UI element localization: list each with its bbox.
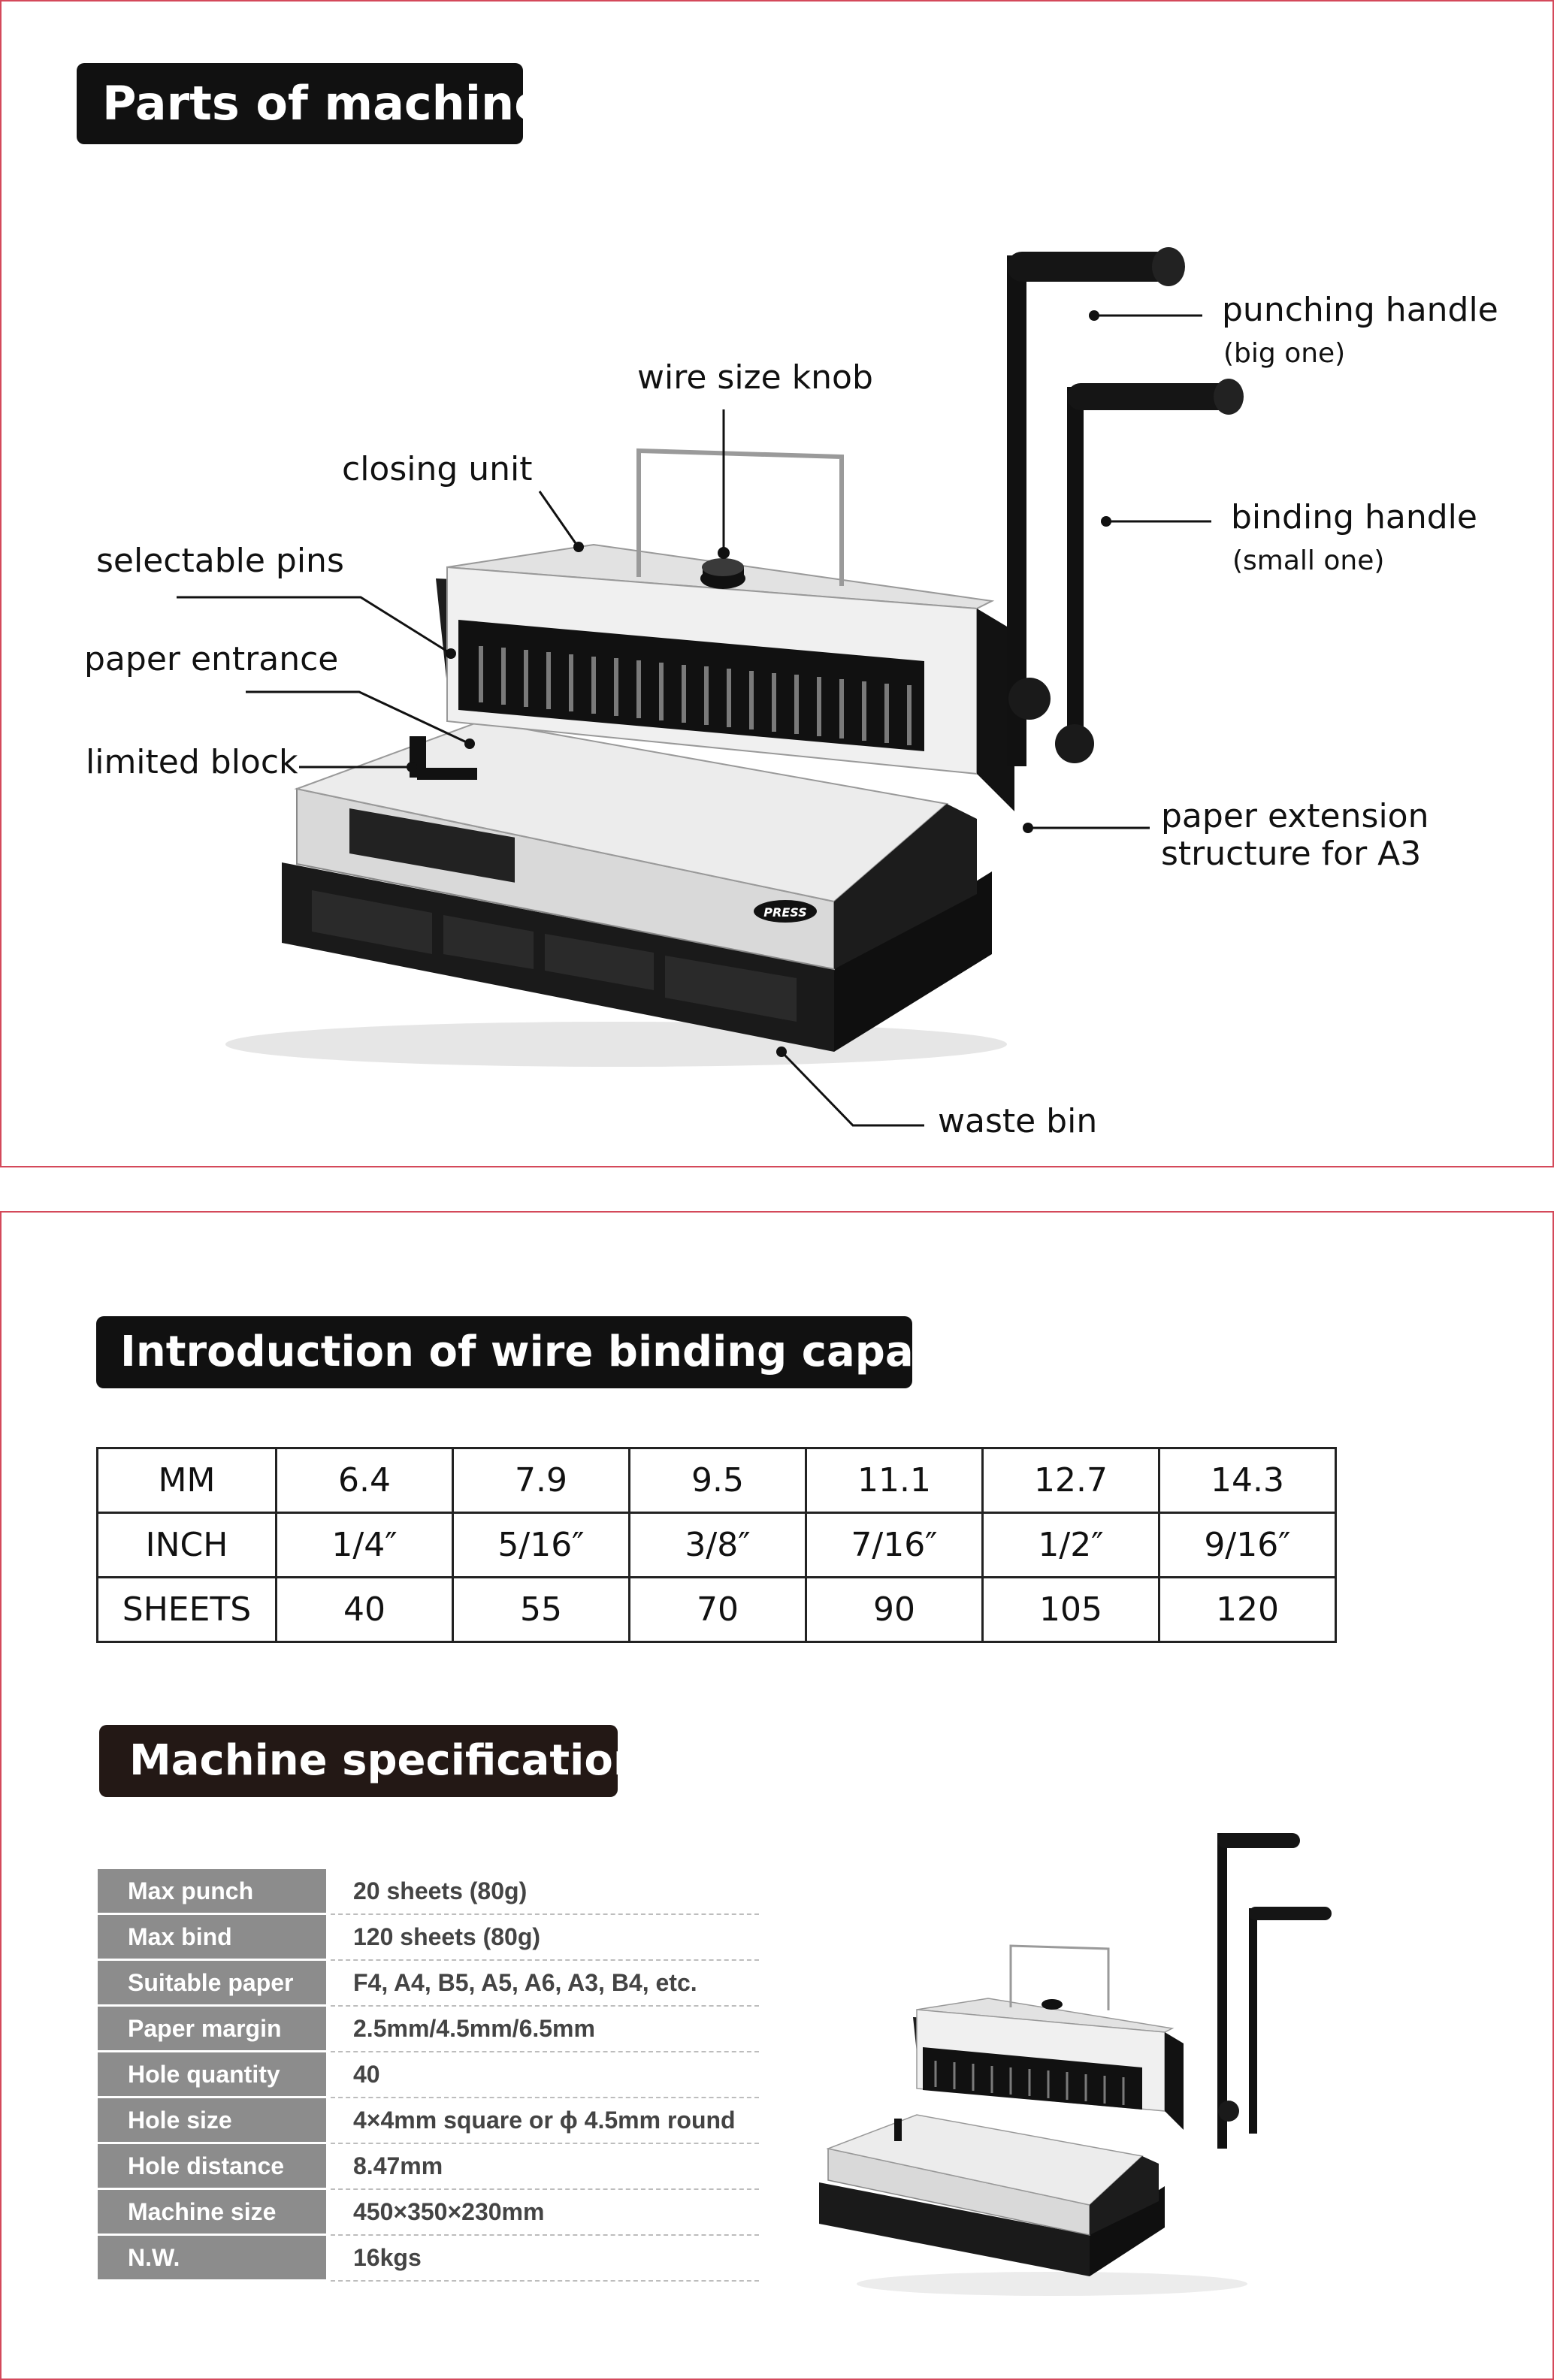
spec-value: 450×350×230mm [331, 2190, 759, 2236]
spec-value: 4×4mm square or ϕ 4.5mm round [331, 2098, 759, 2144]
callout-waste-bin: waste bin [938, 1102, 1098, 1140]
callout-limited-block: limited block [86, 743, 298, 781]
callout-wire-size-knob: wire size knob [637, 358, 873, 397]
table-cell: 7.9 [452, 1447, 630, 1514]
row-header-mm: MM [96, 1447, 277, 1514]
table-cell: 1/2″ [981, 1512, 1160, 1578]
spec-value: 40 [331, 2052, 759, 2098]
spec-row: Paper margin 2.5mm/4.5mm/6.5mm [98, 2007, 759, 2052]
callout-paper-extension-line1: paper extension [1161, 797, 1429, 835]
callout-punching-handle: punching handle [1222, 291, 1498, 329]
table-row: INCH 1/4″ 5/16″ 3/8″ 7/16″ 1/2″ 9/16″ [96, 1512, 1337, 1578]
spec-label: Max punch [98, 1869, 326, 1915]
table-cell: 14.3 [1158, 1447, 1337, 1514]
capacity-table: MM 6.4 7.9 9.5 11.1 12.7 14.3 INCH 1/4″ … [96, 1447, 1337, 1643]
capacity-title: Introduction of wire binding capacity [96, 1316, 1000, 1388]
callout-paper-extension-line2: structure for A3 [1161, 835, 1422, 873]
table-cell: 105 [981, 1576, 1160, 1643]
table-cell: 6.4 [275, 1447, 454, 1514]
callout-paper-entrance: paper entrance [84, 640, 339, 678]
row-header-inch: INCH [96, 1512, 277, 1578]
table-cell: 90 [805, 1576, 984, 1643]
table-cell: 55 [452, 1576, 630, 1643]
specs-title: Machine specifications [99, 1725, 668, 1797]
spec-label: Suitable paper [98, 1961, 326, 2007]
spec-value: 2.5mm/4.5mm/6.5mm [331, 2007, 759, 2052]
callout-binding-handle-sub: (small one) [1232, 545, 1385, 576]
table-cell: 120 [1158, 1576, 1337, 1643]
callout-selectable-pins: selectable pins [96, 542, 344, 580]
table-cell: 5/16″ [452, 1512, 630, 1578]
spec-label: Machine size [98, 2190, 326, 2236]
spec-label: Hole quantity [98, 2052, 326, 2098]
table-cell: 11.1 [805, 1447, 984, 1514]
spec-label: Hole distance [98, 2144, 326, 2190]
table-cell: 12.7 [981, 1447, 1160, 1514]
spec-value: 16kgs [331, 2236, 759, 2282]
table-cell: 70 [628, 1576, 807, 1643]
table-cell: 40 [275, 1576, 454, 1643]
spec-value: 120 sheets (80g) [331, 1915, 759, 1961]
parts-title: Parts of machine [77, 63, 546, 144]
spec-label: Max bind [98, 1915, 326, 1961]
table-cell: 9/16″ [1158, 1512, 1337, 1578]
callout-punching-handle-sub: (big one) [1223, 338, 1346, 369]
spec-label: Paper margin [98, 2007, 326, 2052]
callout-binding-handle: binding handle [1231, 498, 1477, 536]
spec-row: Suitable paper F4, A4, B5, A5, A6, A3, B… [98, 1961, 759, 2007]
spec-row: Machine size 450×350×230mm [98, 2190, 759, 2236]
spec-row: Hole quantity 40 [98, 2052, 759, 2098]
spec-label: Hole size [98, 2098, 326, 2144]
spec-value: 8.47mm [331, 2144, 759, 2190]
table-cell: 3/8″ [628, 1512, 807, 1578]
binding-machine-small-illustration [819, 1833, 1332, 2296]
press-badge-text: PRESS [763, 905, 806, 920]
table-cell: 1/4″ [275, 1512, 454, 1578]
row-header-sheets: SHEETS [96, 1576, 277, 1643]
specs-table: Max punch 20 sheets (80g) Max bind 120 s… [98, 1869, 759, 2282]
callout-closing-unit: closing unit [342, 450, 533, 488]
table-cell: 7/16″ [805, 1512, 984, 1578]
spec-value: 20 sheets (80g) [331, 1869, 759, 1915]
spec-row: N.W. 16kgs [98, 2236, 759, 2282]
table-cell: 9.5 [628, 1447, 807, 1514]
spec-row: Max bind 120 sheets (80g) [98, 1915, 759, 1961]
spec-label: N.W. [98, 2236, 326, 2282]
spec-value: F4, A4, B5, A5, A6, A3, B4, etc. [331, 1961, 759, 2007]
table-row: SHEETS 40 55 70 90 105 120 [96, 1576, 1337, 1643]
spec-row: Hole size 4×4mm square or ϕ 4.5mm round [98, 2098, 759, 2144]
spec-row: Hole distance 8.47mm [98, 2144, 759, 2190]
spec-row: Max punch 20 sheets (80g) [98, 1869, 759, 1915]
binding-machine-illustration: PRESS [177, 247, 1244, 1127]
table-row: MM 6.4 7.9 9.5 11.1 12.7 14.3 [96, 1447, 1337, 1514]
